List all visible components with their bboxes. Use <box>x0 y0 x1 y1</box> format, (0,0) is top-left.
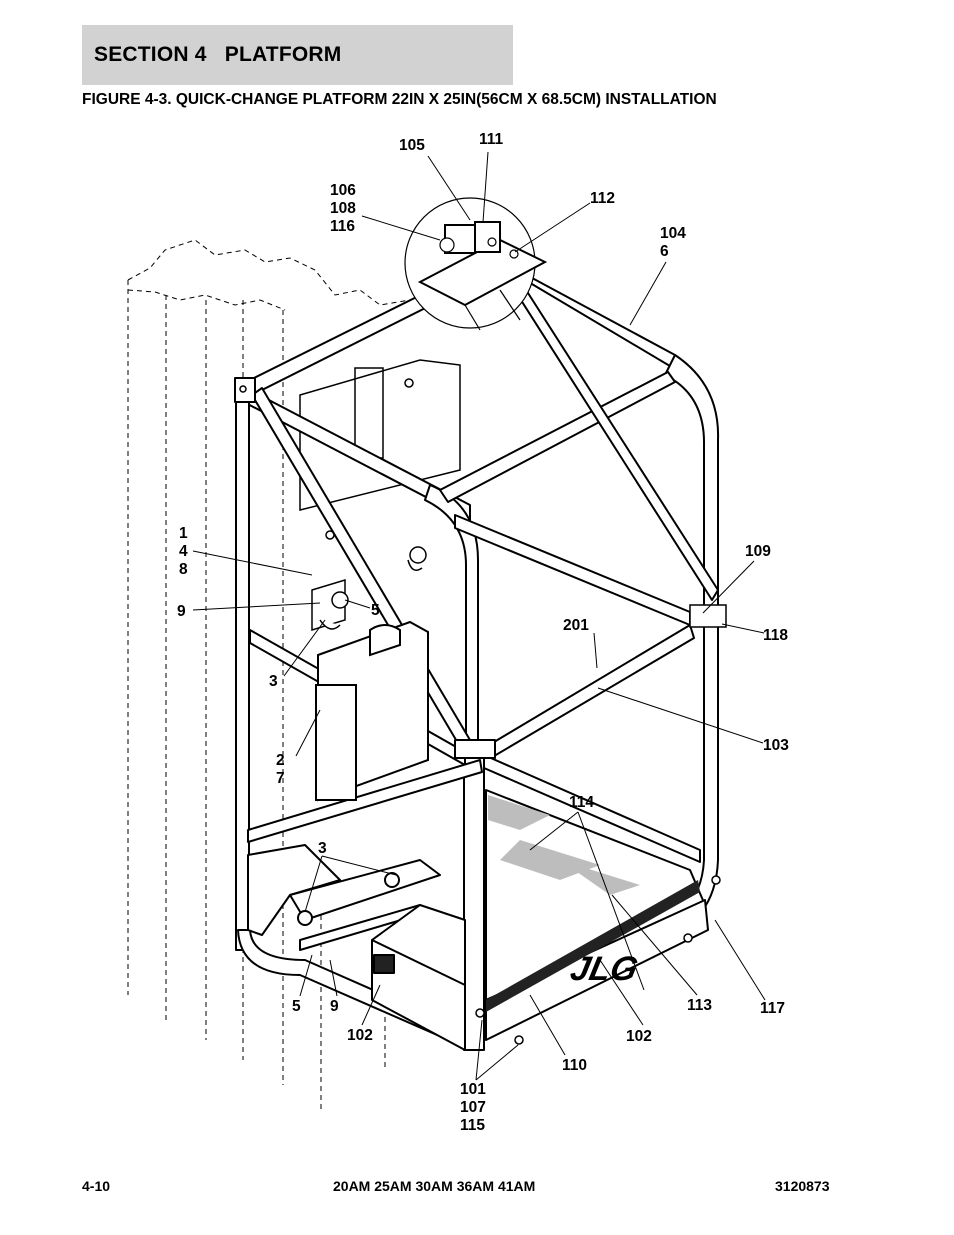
section-banner: SECTION 4 PLATFORM <box>82 25 513 85</box>
callout-9-lower: 9 <box>330 998 339 1015</box>
control-box <box>299 359 461 540</box>
floor-assembly <box>485 789 709 1041</box>
callout-104-6: 104 6 <box>660 225 686 260</box>
callout-103: 103 <box>763 737 789 754</box>
callout-111: 111 <box>479 131 504 148</box>
kick-plate-stripe <box>486 880 700 1012</box>
jlg-logo: JLG <box>567 950 641 988</box>
tool-box <box>315 620 429 802</box>
callout-5-lower: 5 <box>292 998 301 1015</box>
callout-109: 109 <box>745 543 771 560</box>
figure-title: FIGURE 4-3. QUICK-CHANGE PLATFORM 22IN X… <box>82 91 717 108</box>
callout-112: 112 <box>590 190 616 207</box>
document-number: 3120873 <box>775 1178 830 1194</box>
callout-101-107-115: 101 107 115 <box>460 1081 486 1134</box>
section-title: SECTION 4 PLATFORM <box>94 43 342 66</box>
detail-circle <box>404 197 548 331</box>
leader-lines <box>192 151 766 1081</box>
callout-3-lower: 3 <box>318 840 327 857</box>
callout-201: 201 <box>563 617 589 634</box>
mounting-hardware <box>311 546 427 632</box>
gate-door <box>371 939 466 1051</box>
callout-5-upper: 5 <box>371 602 380 619</box>
callout-105: 105 <box>399 137 425 154</box>
model-list: 20AM 25AM 30AM 36AM 41AM <box>333 1178 536 1194</box>
callout-106-108-116: 106 108 116 <box>330 182 356 235</box>
callout-110: 110 <box>562 1057 588 1074</box>
callout-1-4-8: 1 4 8 <box>179 525 188 578</box>
page-number: 4-10 <box>82 1178 111 1194</box>
callout-118: 118 <box>763 627 789 644</box>
callout-102-left: 102 <box>347 1027 373 1044</box>
callout-114: 114 <box>569 794 595 811</box>
callout-117: 117 <box>760 1000 786 1017</box>
callout-3-upper: 3 <box>269 673 278 690</box>
callout-113: 113 <box>687 997 713 1014</box>
callout-2-7: 2 7 <box>276 752 285 787</box>
frame-bolts <box>239 385 727 1045</box>
callout-102-right: 102 <box>626 1028 652 1045</box>
bottom-bracket <box>247 844 466 1001</box>
callout-9-upper: 9 <box>177 603 186 620</box>
